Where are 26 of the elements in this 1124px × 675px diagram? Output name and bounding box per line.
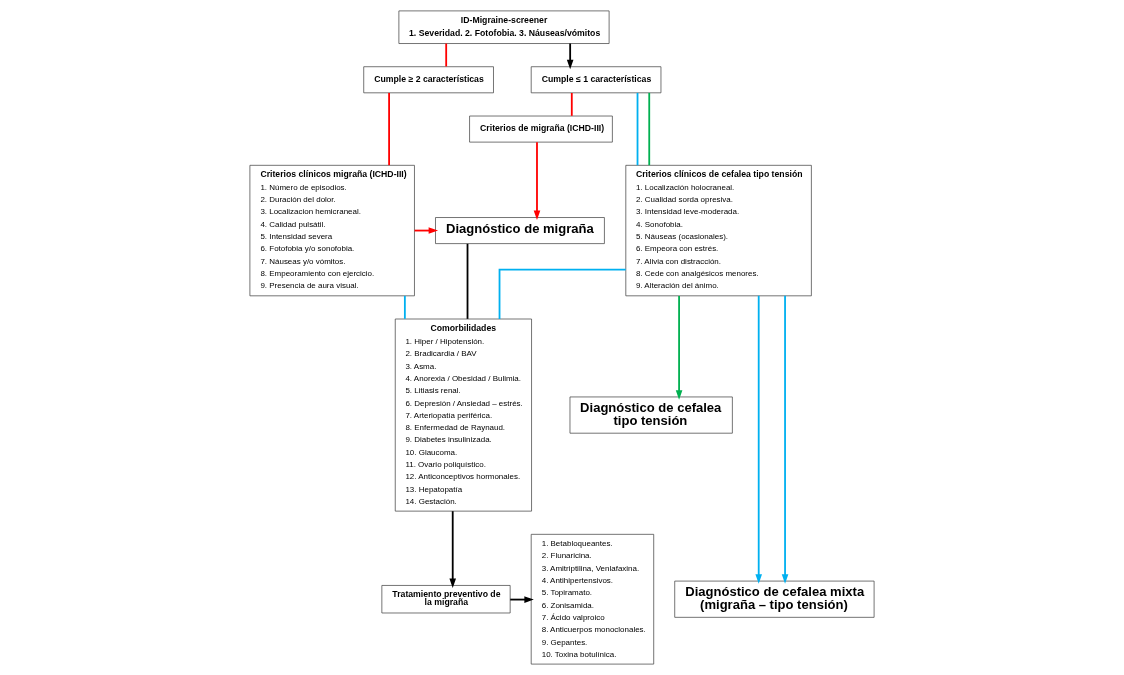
node-box: 1. Betabloqueantes. 2. Flunaricina. 3. Amitriptilina, Venlafaxina. 4. Antihipertensivos. 5. Topiramato. 6. Zonisamida. 7. Ácido valproico 8. Anticuerpos monoclonales. 9. Gepantes. 10. Toxina botulínica. bbox=[530, 533, 655, 665]
connector bbox=[648, 92, 651, 167]
node-box: ID-Migraine-screener 1. Severidad. 2. Fotofobia. 3. Náuseas/vómitos bbox=[398, 10, 610, 44]
node-box: Criterios clínicos migraña (ICHD-III) 1. Número de episodios. 2. Duración del dolor. 3. Localizacion hemicraneal. 4. Calidad pulsátil. 5. Intensidad severa 6. Fotofobia y/o sonofobia. 7. Náuseas y/o vómitos. 8. Empeoramiento con ejercicio. 9. Presencia de aura visual. bbox=[249, 164, 415, 297]
node-box: Diagnóstico de migraña bbox=[435, 217, 605, 244]
node-box: Cumple ≥ 2 características bbox=[363, 66, 494, 94]
connector bbox=[388, 92, 390, 167]
connector bbox=[403, 294, 406, 320]
connector bbox=[445, 42, 448, 68]
arrow bbox=[781, 294, 789, 584]
node-box: Criterios clínicos de cefalea tipo tensión 1. Localización holocraneal. 2. Cualidad sorda opresiva. 3. Intensidad leve-moderada. 4. Sonofobia. 5. Náuseas (ocasionales). 6. Empeora con estrés. 7. Alivia con distracción. 8. Cede con analgésicos menores. 9. Alteración del ánimo. bbox=[625, 164, 812, 297]
arrow bbox=[755, 294, 762, 584]
connector bbox=[466, 242, 469, 320]
connector bbox=[570, 92, 573, 117]
arrow bbox=[449, 510, 456, 588]
node-box: Comorbilidades 1. Hiper / Hipotensión. 2. Bradicardia / BAV 3. Asma. 4. Anorexia / Obesidad / Bulimia. 5. Litiasis renal. 6. Depresión / Ansiedad – estrés. 7. Arteriopatía periférica. 8. Enfermedad de Raynaud. 9. Diabetes insulinizada. 10. Glaucoma. 11. Ovario poliquístico. 12. Anticonceptivos hormonales. 13. Hepatopatía 14. Gestación. bbox=[394, 318, 532, 512]
arrow bbox=[533, 141, 541, 220]
arrow bbox=[675, 294, 683, 400]
connector bbox=[636, 92, 639, 167]
connector bbox=[498, 268, 627, 320]
node-box: Diagnóstico de cefalea tipo tensión bbox=[569, 396, 733, 434]
node-box: Diagnóstico de cefalea mixta (migraña – tipo tensión) bbox=[674, 580, 875, 618]
node-box: Criterios de migraña (ICHD-III) bbox=[469, 115, 613, 143]
node-box: Tratamiento preventivo de la migraña bbox=[381, 585, 511, 614]
arrow bbox=[566, 42, 574, 70]
node-box: Cumple ≤ 1 características bbox=[530, 66, 662, 94]
